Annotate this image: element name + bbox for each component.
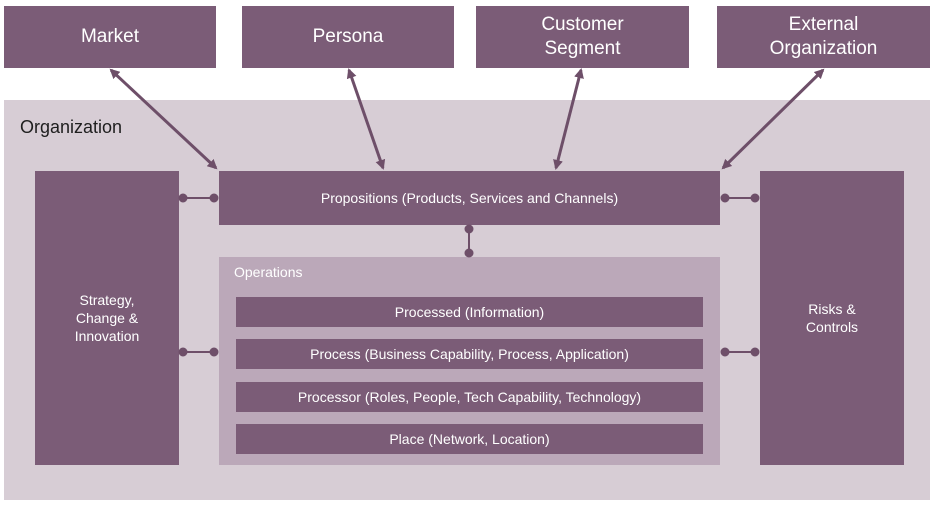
- operations-row-processed: Processed (Information): [236, 297, 703, 327]
- connector-propositions-operations: [464, 224, 474, 258]
- operations-row-processor: Processor (Roles, People, Tech Capabilit…: [236, 382, 703, 412]
- organization-label: Organization: [20, 117, 123, 137]
- propositions-box: Propositions (Products, Services and Cha…: [219, 171, 720, 225]
- connector-propositions-risks: [720, 193, 760, 203]
- customer-segment-box: Customer Segment: [476, 6, 689, 68]
- arrow-external-propositions: [721, 68, 825, 170]
- connector-operations-risks: [720, 347, 760, 357]
- operations-row-place: Place (Network, Location): [236, 424, 703, 454]
- arrow-market-propositions: [109, 68, 218, 170]
- risks-controls-box: Risks & Controls: [760, 171, 904, 465]
- strategy-change-innovation-box: Strategy, Change & Innovation: [35, 171, 179, 465]
- arrow-persona-propositions: [346, 68, 386, 170]
- market-box: Market: [4, 6, 216, 68]
- connector-strategy-operations: [178, 347, 219, 357]
- arrow-segment-propositions: [553, 68, 584, 170]
- external-organization-box: External Organization: [717, 6, 930, 68]
- operations-row-process: Process (Business Capability, Process, A…: [236, 339, 703, 369]
- persona-box: Persona: [242, 6, 454, 68]
- operations-label: Operations: [234, 264, 303, 280]
- connector-strategy-propositions: [178, 193, 219, 203]
